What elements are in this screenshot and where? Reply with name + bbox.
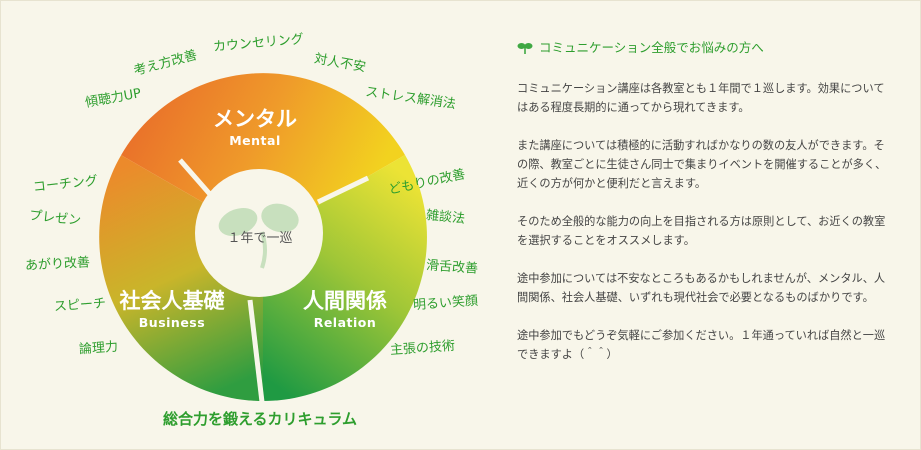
sprout-icon [218,203,299,269]
wheel-graphic [99,73,427,403]
section-heading: コミュニケーション全般でお悩みの方へ [517,38,892,57]
segment-title-business: 社会人基礎 Business [92,290,252,329]
keyword-business: あがり改善 [24,255,91,274]
separator-right [316,175,370,205]
paragraph: コミュニケーション講座は各教室とも１年間で１巡します。効果についてはある程度長期… [517,82,885,114]
business-jp-label: 社会人基礎 [119,289,225,313]
paragraph: 途中参加でもどうぞ気軽にご参加ください。１年通っていれば自然と一巡できますよ（＾… [517,329,886,361]
sprout-bullet-icon [517,42,533,54]
keyword-relation: 滑舌改善 [425,258,479,277]
cycle-label: １年で一巡 [227,231,293,246]
keyword-business: 論理力 [78,339,119,358]
keyword-business: スピーチ [53,296,107,315]
keyword-relation: 雑談法 [425,208,466,227]
info-text-section: コミュニケーション全般でお悩みの方へ コミュニケーション講座は各教室とも１年間で… [517,38,892,383]
relation-jp-label: 人間関係 [303,289,387,313]
section-heading-text: コミュニケーション全般でお悩みの方へ [539,40,764,55]
paragraph: また講座については積極的に活動すればかなりの数の友人ができます。その際、教室ごと… [517,139,887,190]
paragraph: 途中参加については不安なところもあるかもしれませんが、メンタル、人間関係、社会人… [517,272,886,304]
mental-en-label: Mental [229,133,281,149]
mental-jp-label: メンタル [213,107,297,131]
curriculum-wheel: メンタル Mental 人間関係 Relation 社会人基礎 Business… [24,32,479,428]
segment-title-mental: メンタル Mental [175,108,335,147]
business-en-label: Business [138,315,206,331]
paragraph: そのため全般的な能力の向上を目指される方は原則として、お近くの教室を選択すること… [517,215,886,247]
curriculum-caption: 総合力を鍛えるカリキュラム [162,410,358,428]
relation-en-label: Relation [313,315,377,331]
segment-mental [121,73,405,237]
center-hub [195,169,323,297]
segment-title-relation: 人間関係 Relation [265,290,425,329]
separator-bottom [247,299,265,403]
